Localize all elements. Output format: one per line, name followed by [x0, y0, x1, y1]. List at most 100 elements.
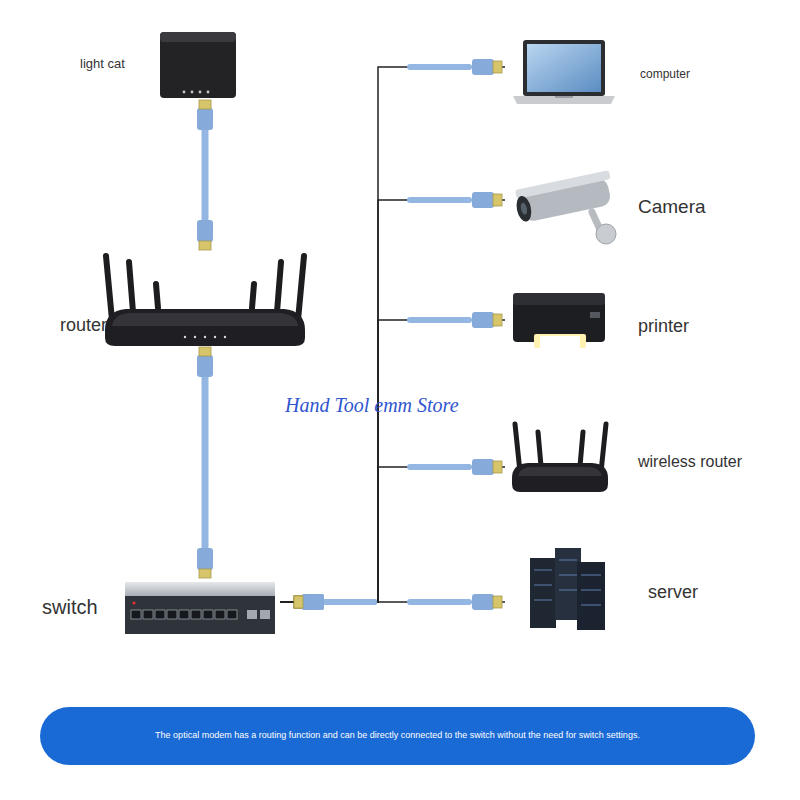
- printer-glow: [534, 334, 586, 348]
- cable-plug: [472, 192, 494, 208]
- router-led: [184, 336, 186, 338]
- stripe: [559, 590, 577, 591]
- switch-front: [125, 596, 275, 634]
- caption-band: The optical modem has a routing function…: [40, 707, 755, 765]
- modem-top: [160, 32, 236, 42]
- cable-line: [280, 67, 505, 602]
- router-led: [194, 336, 196, 338]
- port: [167, 610, 177, 619]
- antenna: [277, 262, 281, 312]
- cable-plug: [302, 594, 324, 610]
- plug-tip: [493, 61, 502, 73]
- camera-lens: [514, 195, 533, 223]
- network-cable: [280, 594, 505, 610]
- device-node: printer: [505, 290, 705, 352]
- stripe: [581, 590, 601, 591]
- antenna: [106, 256, 112, 320]
- modem-led: [183, 91, 186, 94]
- printer-illustration: [513, 293, 605, 348]
- camera-glass: [520, 202, 528, 215]
- plug-tip: [294, 596, 303, 608]
- cable-line: [318, 599, 374, 605]
- port: [143, 610, 153, 619]
- network-cable: [280, 192, 505, 610]
- modem-body: [160, 32, 236, 98]
- cable-plug: [197, 548, 213, 570]
- device-label: computer: [640, 68, 690, 81]
- cable-line: [318, 599, 374, 605]
- antenna: [252, 284, 254, 308]
- sfp-port: [260, 610, 270, 619]
- switch-ports: [131, 610, 237, 619]
- modem-led: [207, 91, 210, 94]
- plug-tip: [493, 461, 502, 473]
- plug-tip: [294, 596, 303, 608]
- port: [215, 610, 225, 619]
- stripe: [581, 605, 601, 606]
- plug-tip: [294, 596, 303, 608]
- device-node: computer: [505, 38, 695, 106]
- printer-panel: [590, 312, 600, 318]
- router-top: [112, 313, 298, 326]
- laptop-notch: [555, 96, 573, 98]
- antenna: [601, 424, 606, 472]
- router-leds: [184, 336, 226, 338]
- cable-plug: [472, 312, 494, 328]
- printer-paper: [540, 336, 580, 348]
- network-cable: [197, 100, 213, 250]
- router-led: [214, 336, 216, 338]
- antenna: [580, 432, 583, 466]
- stripe: [534, 570, 552, 571]
- cable-plug: [472, 59, 494, 75]
- device-label: wireless router: [638, 453, 742, 471]
- antenna: [515, 424, 520, 472]
- modem-node: light cat: [75, 28, 240, 100]
- laptop-frame: [523, 40, 605, 96]
- network-cable: [280, 312, 505, 610]
- router-led: [224, 336, 226, 338]
- device-label: Camera: [638, 197, 706, 218]
- cable-plug: [472, 594, 494, 610]
- port: [155, 610, 165, 619]
- caption-text: The optical modem has a routing function…: [40, 731, 755, 741]
- plug-tip: [493, 596, 502, 608]
- switch-led: [132, 601, 135, 604]
- router-led: [204, 336, 206, 338]
- stripe: [534, 585, 552, 586]
- server-tower: [530, 558, 556, 628]
- router-body: [105, 309, 305, 346]
- plug-tip: [294, 596, 303, 608]
- modem-led: [199, 91, 202, 94]
- network-cable: [197, 347, 213, 578]
- port: [203, 610, 213, 619]
- plug-tip: [199, 347, 211, 356]
- port: [131, 610, 141, 619]
- port: [179, 610, 189, 619]
- printer-lid: [513, 293, 605, 305]
- laptop-base: [513, 96, 615, 104]
- cable-plug: [302, 594, 324, 610]
- cable-line: [410, 599, 469, 605]
- cable-line: [410, 197, 469, 203]
- network-cable: [280, 459, 505, 610]
- switch-node: switch: [38, 578, 280, 636]
- cable-plug: [302, 594, 324, 610]
- camera-mount: [596, 224, 616, 244]
- router-top: [518, 467, 602, 476]
- antenna: [298, 256, 304, 320]
- antenna: [129, 262, 133, 312]
- switch-illustration: [125, 582, 275, 634]
- plug-tip: [199, 100, 211, 109]
- switch-top: [125, 582, 275, 596]
- router-node: router: [55, 250, 310, 347]
- cable-plug: [197, 355, 213, 377]
- port: [191, 610, 201, 619]
- cable-plug: [472, 459, 494, 475]
- plug-tip: [199, 569, 211, 578]
- plug-tip: [493, 314, 502, 326]
- network-cable: [280, 59, 505, 610]
- device-label: switch: [42, 596, 98, 618]
- device-label: light cat: [80, 57, 125, 71]
- device-label: printer: [638, 317, 689, 337]
- server-illustration: [530, 548, 605, 630]
